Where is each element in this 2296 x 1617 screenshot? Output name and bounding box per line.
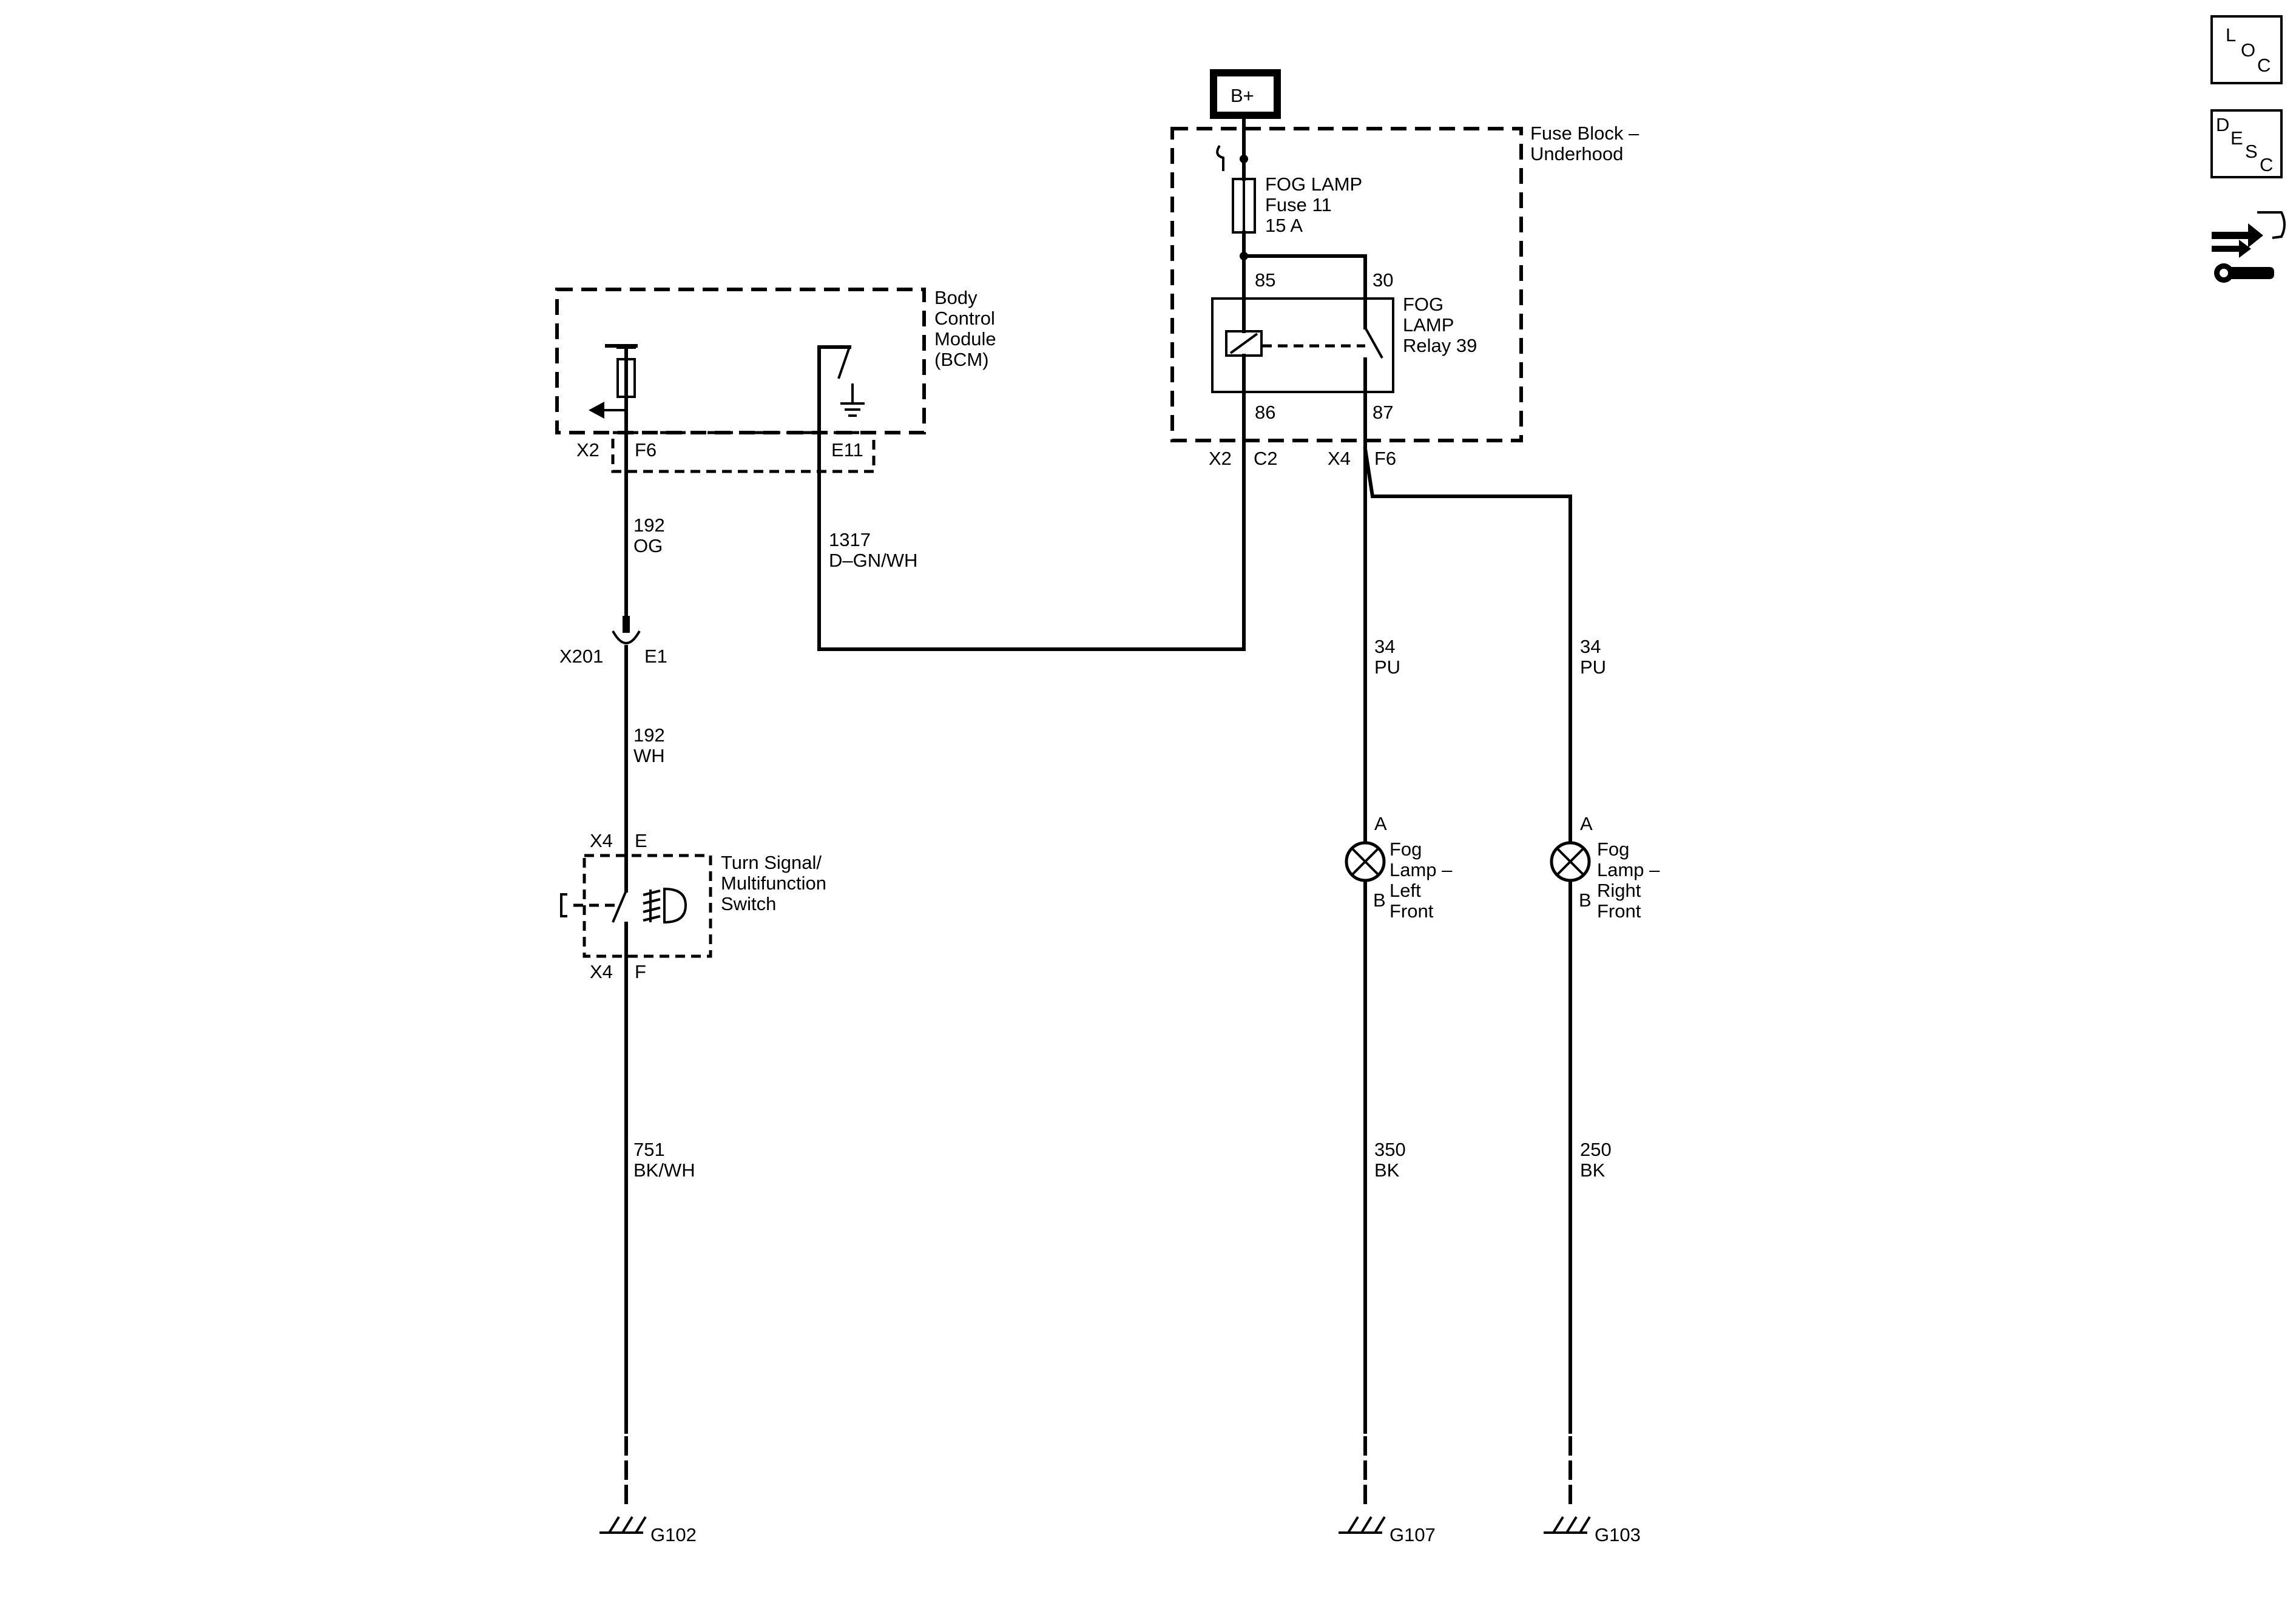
bcm-label-2: Control — [934, 308, 995, 329]
loc-letter-l: L — [2226, 24, 2236, 46]
switch-pin-f: F — [635, 961, 646, 982]
fuse-block-title-2: Underhood — [1530, 143, 1623, 164]
bcm-pin-e11: E11 — [831, 439, 863, 461]
bcm-pin-f6: F6 — [635, 439, 657, 461]
wire-34-left-color: PU — [1374, 657, 1400, 678]
wire-1317-number: 1317 — [829, 529, 871, 550]
ground-g103-icon — [1544, 1436, 1591, 1534]
wire-250-color: BK — [1580, 1160, 1606, 1181]
fuse-label-3: 15 A — [1265, 215, 1303, 236]
x201-male-pin — [623, 616, 630, 633]
bcm-label-3: Module — [934, 328, 996, 349]
wire-192-og-number: 192 — [633, 515, 665, 536]
bcm-conn-x2: X2 — [576, 439, 599, 461]
connector-tool-icon[interactable] — [2212, 211, 2286, 283]
relay-label-2: LAMP — [1403, 314, 1454, 336]
fog-right-pin-a: A — [1580, 813, 1593, 834]
fog-lamp-symbol-icon — [643, 887, 687, 924]
x201-label: X201 — [559, 646, 603, 667]
wire-250-number: 250 — [1580, 1139, 1612, 1160]
desc-letter-s: S — [2245, 141, 2258, 162]
relay-pin-30: 30 — [1373, 269, 1393, 291]
ground-g107-label: G107 — [1389, 1524, 1436, 1545]
fuse-block-conn-x4: X4 — [1328, 448, 1351, 469]
fog-left-label-3: Left — [1389, 880, 1421, 901]
switch-label-3: Switch — [721, 893, 776, 914]
ground-g102-label: G102 — [650, 1524, 697, 1545]
bcm-connector-outline — [611, 431, 876, 473]
fuse-block-title: Fuse Block – — [1530, 123, 1639, 144]
fog-right-pin-b: B — [1579, 890, 1592, 911]
relay-pin-85: 85 — [1255, 269, 1275, 291]
wire-1317-color: D–GN/WH — [829, 550, 917, 571]
fuse-block-pin-f6: F6 — [1374, 448, 1396, 469]
battery-label: B+ — [1231, 85, 1254, 106]
fuse-label-1: FOG LAMP — [1265, 174, 1362, 195]
fog-left-pin-a: A — [1374, 813, 1387, 834]
fog-left-pin-b: B — [1373, 890, 1386, 911]
fog-right-label-2: Lamp – — [1597, 859, 1660, 880]
fog-lamp-right-bulb-icon — [1550, 841, 1591, 882]
fog-lamp-left-bulb-icon — [1345, 841, 1386, 882]
relay-pin-87: 87 — [1373, 402, 1393, 423]
bcm-label-4: (BCM) — [934, 349, 989, 370]
fog-left-label-2: Lamp – — [1389, 859, 1453, 880]
bcm-input-arrow-icon — [589, 402, 604, 419]
switch-label-2: Multifunction — [721, 873, 826, 894]
x201-connector-icon — [612, 630, 641, 644]
wire-34-left-number: 34 — [1374, 636, 1395, 657]
relay-label-1: FOG — [1403, 294, 1443, 315]
relay-pin-86: 86 — [1255, 402, 1275, 423]
battery-positive: B+ — [1210, 69, 1281, 119]
ground-g107-icon — [1339, 1436, 1386, 1534]
loc-button[interactable]: L O C — [2210, 15, 2283, 84]
desc-button[interactable]: D E S C — [2210, 109, 2283, 178]
desc-letter-e: E — [2230, 127, 2243, 149]
fog-right-label-4: Front — [1597, 900, 1641, 922]
switch-pin-e: E — [635, 830, 647, 851]
wire-34-right-color: PU — [1580, 657, 1606, 678]
loc-letter-c: C — [2257, 55, 2271, 76]
fog-left-label-4: Front — [1389, 900, 1434, 922]
x201-pin-e1: E1 — [644, 646, 667, 667]
wire-34-right-number: 34 — [1580, 636, 1601, 657]
wire-751-color: BK/WH — [633, 1160, 695, 1181]
relay-label-3: Relay 39 — [1403, 335, 1477, 356]
fuse-block-outline — [1170, 127, 1523, 442]
ground-g103-label: G103 — [1595, 1524, 1641, 1545]
wire-192-wh-color: WH — [633, 745, 665, 766]
switch-label-1: Turn Signal/ — [721, 852, 822, 873]
loc-letter-o: O — [2241, 39, 2255, 61]
switch-conn-top: X4 — [590, 830, 613, 851]
switch-conn-bottom: X4 — [590, 961, 613, 982]
fog-right-label-3: Right — [1597, 880, 1641, 901]
wire-192-wh-number: 192 — [633, 724, 665, 746]
fog-lamp-relay — [1211, 297, 1394, 393]
bcm-label-1: Body — [934, 287, 977, 308]
fog-right-label-1: Fog — [1597, 839, 1629, 860]
switch-outline — [582, 854, 712, 958]
desc-letter-d: D — [2216, 114, 2229, 135]
fuse-block-pin-c2: C2 — [1254, 448, 1278, 469]
wire-751-number: 751 — [633, 1139, 665, 1160]
desc-letter-c: C — [2260, 154, 2273, 175]
fuse-block-conn-x2: X2 — [1209, 448, 1232, 469]
fog-left-label-1: Fog — [1389, 839, 1422, 860]
wire-350-number: 350 — [1374, 1139, 1406, 1160]
wire-192-og-color: OG — [633, 535, 663, 556]
wire-350-color: BK — [1374, 1160, 1400, 1181]
fuse-label-2: Fuse 11 — [1265, 194, 1332, 215]
ground-g102-icon — [599, 1436, 647, 1534]
